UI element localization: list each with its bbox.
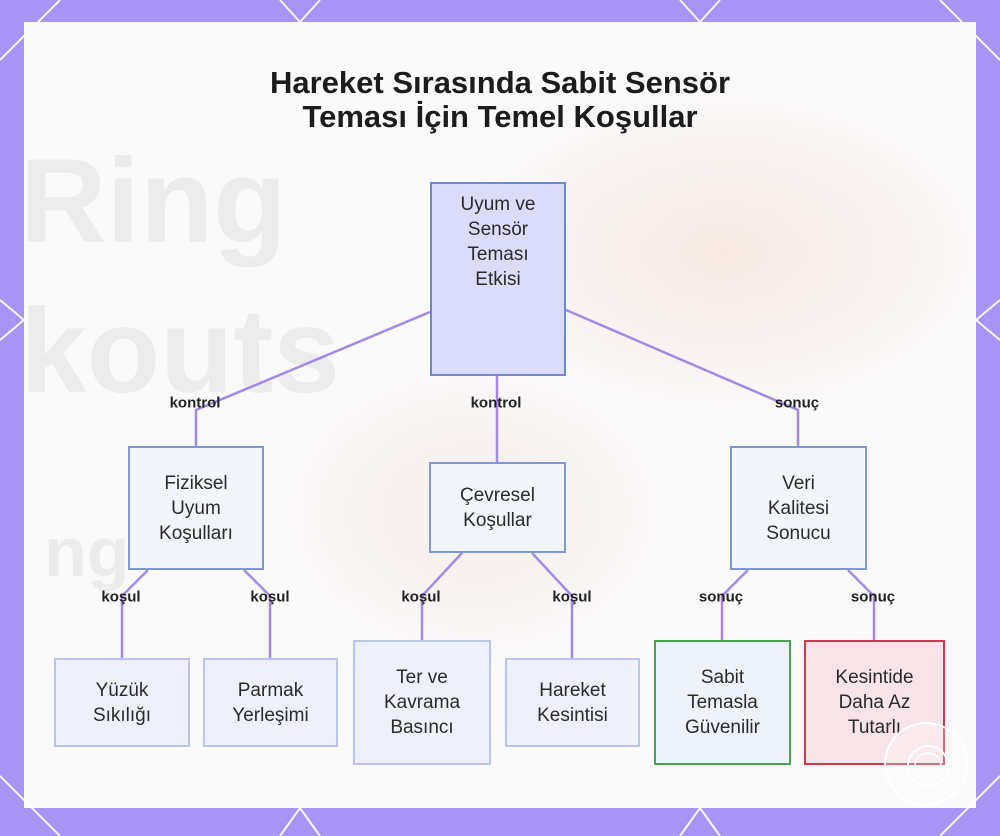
background-text-2: kouts [24,284,341,418]
node-motion-interruption-label: Hareket Kesintisi [537,679,608,726]
node-root-label: Uyum ve Sensör Teması Etkisi [460,194,536,290]
node-sweat-grip-label: Ter ve Kavrama Basıncı [383,667,461,738]
node-motion-interruption: Hareket Kesintisi [505,658,640,747]
node-finger-placement-label: Parmak Yerleşimi [232,679,309,726]
edge-env-motion [531,552,574,658]
background-text-3: ng [44,513,130,591]
edge-physical-finger [243,569,272,658]
node-sweat-grip: Ter ve Kavrama Basıncı [353,640,491,765]
title-line-2: Teması İçin Temel Koşullar [302,99,698,134]
node-data-quality-label: Veri Kalitesi Sonucu [766,472,831,544]
edge-label-root-data: sonuç [774,394,820,412]
node-data-quality: Veri Kalitesi Sonucu [730,446,867,570]
edge-root-physical [194,310,431,446]
edge-env-sweat [420,552,463,640]
node-stable-reliable-label: Sabit Temasla Güvenilir [685,667,760,738]
edge-label-physical-ring: koşul [101,588,141,606]
logo-ring-icon [884,722,968,806]
edge-label-env-motion: koşul [552,588,592,606]
edge-root-data [565,308,800,446]
edge-physical-ring [120,569,149,658]
logo-ring-glyph [907,745,949,787]
edge-label-env-sweat: koşul [401,588,441,606]
node-ring-tightness: Yüzük Sıkılığı [54,658,190,747]
edge-label-data-stable: sonuç [698,588,744,606]
node-root: Uyum ve Sensör Teması Etkisi [430,182,566,376]
node-finger-placement: Parmak Yerleşimi [203,658,338,747]
edge-label-data-less: sonuç [850,588,896,606]
node-ring-tightness-label: Yüzük Sıkılığı [92,679,152,726]
edge-data-less [847,569,876,640]
edge-label-physical-finger: koşul [250,588,290,606]
title-line-1: Hareket Sırasında Sabit Sensör [269,65,731,100]
node-environmental-conditions: Çevresel Koşullar [429,462,566,553]
edge-label-root-physical: kontrol [169,394,221,412]
node-environmental-label: Çevresel Koşullar [460,484,535,531]
node-physical-label: Fiziksel Uyum Koşulları [159,472,233,544]
node-stable-reliable: Sabit Temasla Güvenilir [654,640,791,765]
node-less-consistent-label: Kesintide Daha Az Tutarlı [835,667,914,738]
node-physical-conditions: Fiziksel Uyum Koşulları [128,446,264,570]
diagram-title: Hareket Sırasında Sabit Sensör Teması İç… [0,66,1000,134]
edge-label-root-environmental: kontrol [470,394,522,412]
edge-data-stable [720,569,749,640]
background-text-1: Ring [24,134,287,268]
